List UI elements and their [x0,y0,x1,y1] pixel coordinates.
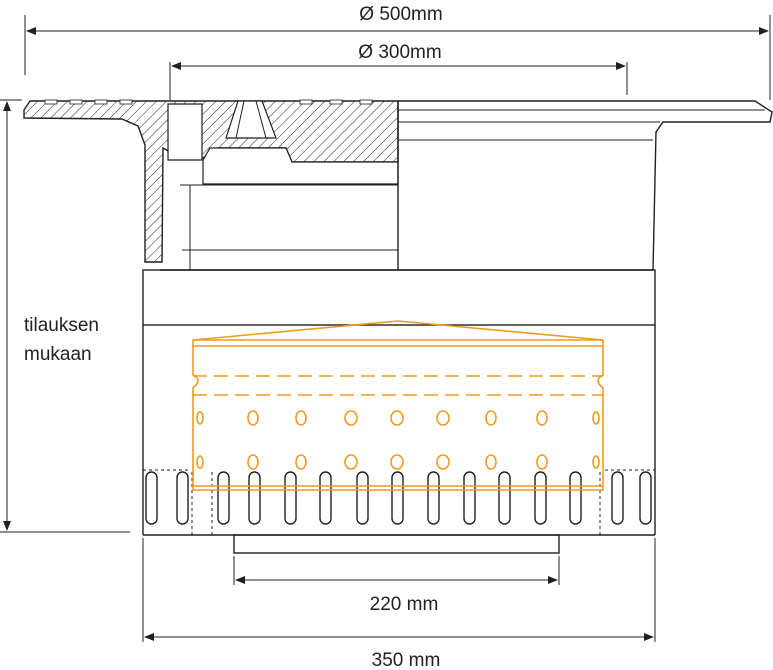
dimension-bottom-inner: 220 mm [233,556,560,615]
drain-body [142,184,656,554]
height-label-line1: tilauksen [24,315,99,336]
inner-diameter-label: Ø 300mm [358,42,441,63]
drain-slots [143,469,655,535]
dimension-height: tilauksen mukaan [0,99,130,533]
bottom-inner-width-label: 220 mm [370,594,439,615]
dimension-inner-diameter: Ø 300mm [169,42,628,100]
dimension-outer-diameter: Ø 500mm [24,4,771,100]
filter-basket [192,320,604,491]
bottom-outer-width-label: 350 mm [372,650,441,670]
dimension-bottom-outer: 350 mm [142,538,656,670]
outer-diameter-label: Ø 500mm [359,4,442,25]
height-label-line2: mukaan [24,344,92,365]
